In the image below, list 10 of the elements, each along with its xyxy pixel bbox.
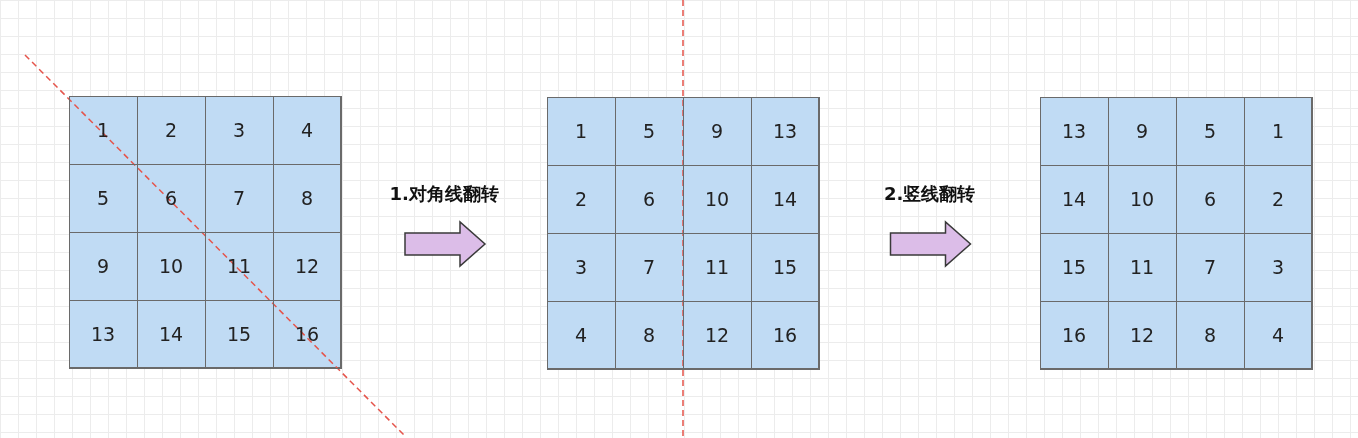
matrix-cell: 4 — [1243, 300, 1313, 370]
matrix-grid — [69, 96, 341, 368]
matrix-cell: 16 — [272, 299, 342, 369]
matrix-grid — [1040, 97, 1312, 369]
edge-label: 1.对角线翻转 — [389, 182, 499, 206]
arrow — [889, 220, 972, 268]
arrow — [404, 220, 487, 268]
matrix-grid — [547, 97, 819, 369]
edge-label: 2.竖线翻转 — [884, 182, 976, 206]
matrix-cell: 16 — [750, 300, 820, 370]
